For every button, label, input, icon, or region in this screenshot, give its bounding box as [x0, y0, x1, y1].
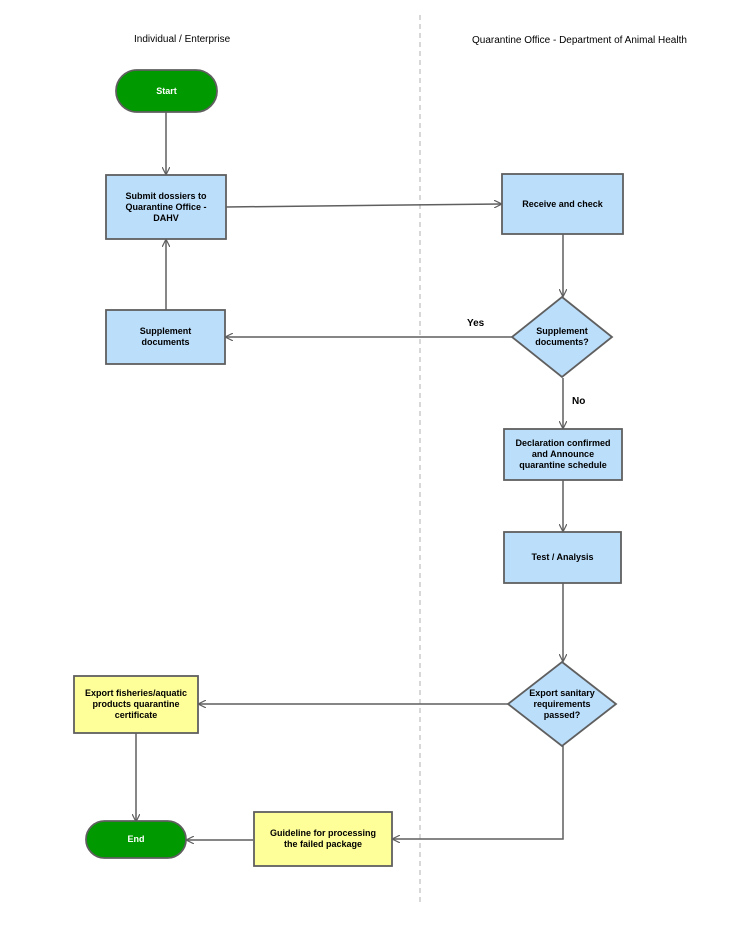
lane-title-left: Individual / Enterprise — [134, 34, 231, 45]
edge-label-yes: Yes — [467, 318, 485, 329]
test-analysis-box — [503, 531, 622, 584]
submit-dossiers-box — [105, 174, 227, 240]
export-decision-diamond — [506, 660, 618, 748]
export-certificate-box — [73, 675, 199, 734]
supplement-documents-box — [105, 309, 226, 365]
declaration-box — [503, 428, 623, 481]
supplement-decision-diamond — [510, 295, 614, 379]
edge-failed-to-guideline — [393, 746, 564, 839]
start-terminal — [115, 69, 218, 113]
receive-check-box — [501, 173, 624, 235]
guideline-box — [253, 811, 393, 867]
end-terminal — [85, 820, 187, 859]
lane-title-right: Quarantine Office - Department of Animal… — [472, 35, 687, 46]
edge-submit-to-receive — [225, 204, 501, 207]
edge-label-no: No — [572, 396, 586, 407]
